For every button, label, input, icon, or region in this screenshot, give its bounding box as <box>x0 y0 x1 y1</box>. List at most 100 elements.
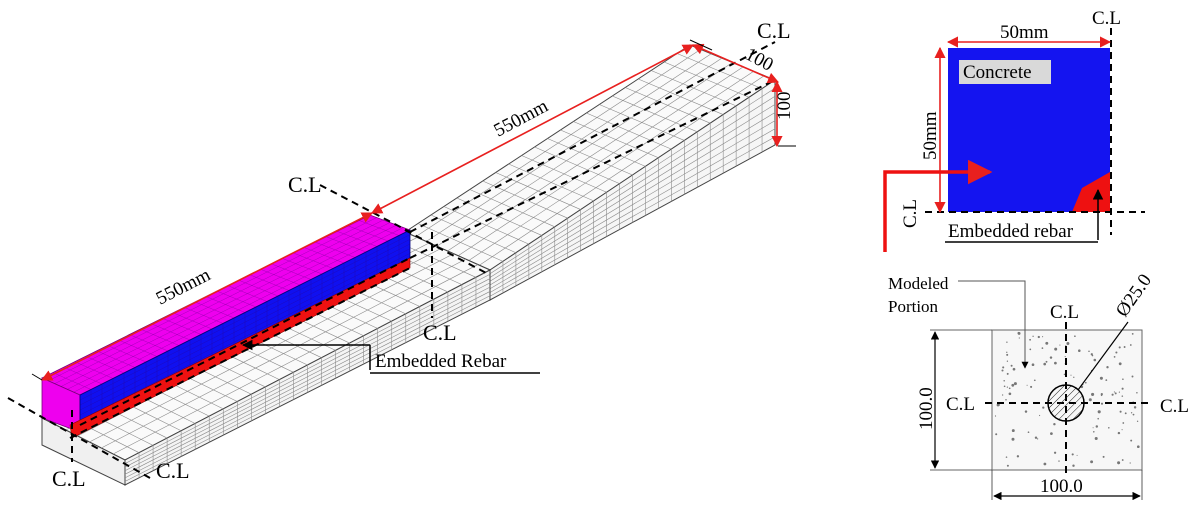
aggregate-dot <box>1073 376 1075 378</box>
aggregate-dot <box>1036 438 1039 440</box>
section-cl-top-label: C.L <box>1050 302 1079 323</box>
concrete-label-box <box>959 60 1051 84</box>
aggregate-dot <box>1100 394 1103 397</box>
aggregate-dot <box>1001 394 1004 396</box>
aggregate-dot <box>1006 360 1009 362</box>
aggregate-dot <box>1006 386 1009 388</box>
aggregate-dot <box>1114 392 1117 395</box>
aggregate-dot <box>1129 344 1132 346</box>
aggregate-dot <box>1129 462 1131 464</box>
aggregate-dot <box>1026 384 1028 386</box>
aggregate-dot <box>1108 427 1110 429</box>
aggregate-dot <box>1136 420 1139 422</box>
aggregate-dot <box>1074 335 1076 338</box>
section-cl-right-label: C.L <box>1160 396 1189 417</box>
aggregate-dot <box>1093 358 1097 362</box>
aggregate-dot <box>1070 374 1072 376</box>
cl-top-label: C.L <box>757 18 791 43</box>
aggregate-dot <box>1072 464 1075 467</box>
aggregate-dot <box>1064 356 1066 358</box>
aggregate-dot <box>1042 336 1044 338</box>
aggregate-dot <box>1005 399 1007 401</box>
beam-dimensions <box>31 39 796 381</box>
aggregate-dot <box>1124 412 1127 415</box>
aggregate-dot <box>1130 439 1133 442</box>
aggregate-dot <box>1091 354 1094 357</box>
aggregate-dot <box>1133 406 1137 409</box>
aggregate-dot <box>1105 379 1108 381</box>
concrete-label: Concrete <box>963 62 1032 83</box>
aggregate-dot <box>1118 391 1120 393</box>
aggregate-dot <box>1117 461 1121 465</box>
aggregate-dot <box>1136 445 1140 449</box>
aggregate-dot <box>1031 363 1035 367</box>
aggregate-dot <box>1121 395 1124 397</box>
aggregate-dot <box>1100 402 1104 405</box>
mesh-line <box>124 295 491 482</box>
aggregate-dot <box>1006 353 1009 356</box>
aggregate-dot <box>1102 455 1105 458</box>
aggregate-dot <box>995 433 998 436</box>
aggregate-dot <box>1118 346 1121 349</box>
quarter-cl-left-label: C.L <box>900 199 921 228</box>
aggregate-dot <box>1058 460 1060 462</box>
aggregate-dot <box>1090 353 1093 356</box>
aggregate-dot <box>1011 437 1015 441</box>
cl-bottom-right-label: C.L <box>156 458 190 483</box>
aggregate-dot <box>1097 417 1099 420</box>
quarter-section: Concrete 50mm 50mm C.L C.L Embedded reba… <box>883 8 1145 252</box>
rebar-region <box>1072 172 1110 212</box>
cl-bottom-left-label: C.L <box>52 466 86 491</box>
section-dim-height-label: 100.0 <box>916 387 937 430</box>
aggregate-dot <box>1008 392 1012 396</box>
aggregate-dot <box>1012 367 1016 371</box>
aggregate-dot <box>1090 460 1094 464</box>
aggregate-dot <box>1018 337 1020 339</box>
aggregate-dot <box>1065 345 1067 346</box>
section-cl-left-label: C.L <box>946 394 975 415</box>
aggregate-dot <box>1005 456 1008 458</box>
aggregate-dot <box>1084 381 1087 384</box>
aggregate-dot <box>1045 341 1049 345</box>
aggregate-dot <box>1121 429 1123 431</box>
aggregate-dot <box>1045 360 1048 363</box>
diameter-label: Ø25.0 <box>1112 270 1156 321</box>
aggregate-dot <box>1122 422 1125 424</box>
aggregate-dot <box>1010 364 1013 367</box>
aggregate-dot <box>1054 361 1057 365</box>
aggregate-dot <box>1049 356 1053 359</box>
aggregate-dot <box>1118 362 1122 366</box>
aggregate-dot <box>1076 454 1078 456</box>
aggregate-dot <box>1041 347 1044 349</box>
section-dim-width-label: 100.0 <box>1040 476 1083 497</box>
aggregate-dot <box>1017 331 1021 335</box>
aggregate-dot <box>1078 349 1081 352</box>
aggregate-dot <box>1024 410 1028 413</box>
aggregate-dot <box>1092 427 1094 429</box>
aggregate-dot <box>1121 459 1124 461</box>
aggregate-dot <box>1063 373 1066 376</box>
modeled-label-line1: Modeled <box>888 274 949 293</box>
aggregate-dot <box>1003 385 1006 388</box>
aggregate-dot <box>1034 436 1038 439</box>
aggregate-dot <box>1071 453 1074 456</box>
aggregate-dot <box>1115 351 1118 354</box>
cl-mid-lower-label: C.L <box>423 320 457 345</box>
aggregate-dot <box>1053 451 1057 454</box>
aggregate-dot <box>1091 392 1095 396</box>
aggregate-dot <box>1123 346 1126 348</box>
aggregate-dot <box>1097 410 1101 414</box>
aggregate-dot <box>1003 379 1005 382</box>
aggregate-dot <box>1002 366 1005 369</box>
aggregate-dot <box>1054 347 1058 351</box>
aggregate-dot <box>1119 410 1122 413</box>
aggregate-dot <box>1030 385 1033 388</box>
aggregate-dot <box>1006 464 1009 467</box>
aggregate-dot <box>1113 356 1116 358</box>
aggregate-dot <box>1033 379 1036 382</box>
rebar-callout-label: Embedded Rebar <box>375 351 507 372</box>
aggregate-dot <box>1106 366 1109 369</box>
aggregate-dot <box>1131 375 1134 378</box>
aggregate-dot <box>1066 342 1070 345</box>
